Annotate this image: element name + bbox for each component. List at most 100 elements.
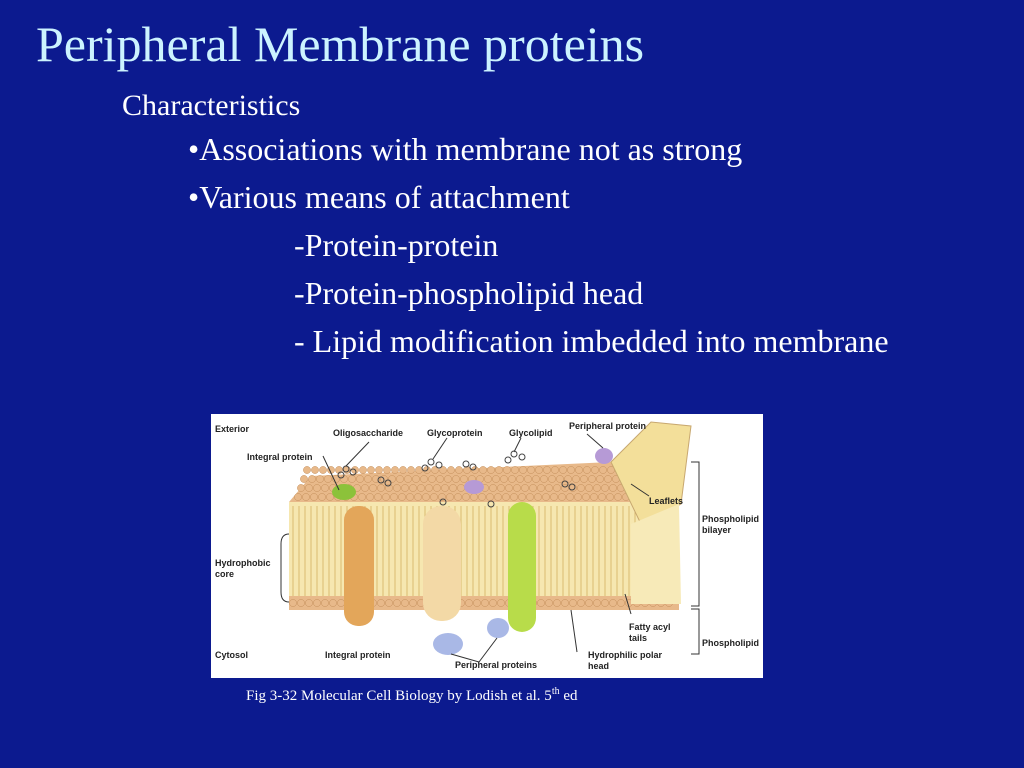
polar-head <box>540 475 548 483</box>
polar-head <box>356 475 364 483</box>
polar-head <box>593 599 601 607</box>
polar-head <box>617 599 625 607</box>
integral-protein-head <box>332 484 356 500</box>
polar-head <box>583 466 591 474</box>
polar-head <box>604 475 612 483</box>
polar-head <box>310 493 318 501</box>
polar-head <box>534 493 542 501</box>
polar-head <box>401 484 409 492</box>
polar-head <box>441 484 449 492</box>
polar-head <box>401 599 409 607</box>
label-leaflets: Leaflets <box>649 496 683 506</box>
polar-head <box>316 475 324 483</box>
polar-head <box>369 484 377 492</box>
polar-head <box>529 484 537 492</box>
polar-head <box>548 475 556 483</box>
polar-head <box>585 484 593 492</box>
label-integral-protein-bottom: Integral protein <box>325 650 391 660</box>
polar-head <box>481 599 489 607</box>
polar-head <box>430 493 438 501</box>
polar-head <box>393 484 401 492</box>
polar-head <box>479 466 487 474</box>
polar-head <box>566 493 574 501</box>
peripheral-protein-mid <box>464 480 484 494</box>
polar-head <box>556 475 564 483</box>
polar-head <box>574 493 582 501</box>
sub-bullet-1: -Protein-protein <box>294 227 499 263</box>
label-phospholipid-bilayer-2: bilayer <box>702 525 732 535</box>
polar-head <box>511 466 519 474</box>
polar-head <box>406 493 414 501</box>
label-fatty-acyl-2: tails <box>629 633 647 643</box>
label-exterior: Exterior <box>215 424 250 434</box>
polar-head <box>439 466 447 474</box>
polar-head <box>598 493 606 501</box>
polar-head <box>606 493 614 501</box>
label-cytosol: Cytosol <box>215 650 248 660</box>
polar-head <box>462 493 470 501</box>
polar-head <box>294 493 302 501</box>
polar-head <box>412 475 420 483</box>
polar-head <box>577 599 585 607</box>
caption-end: ed <box>559 688 578 704</box>
polar-head <box>420 475 428 483</box>
polar-head <box>497 599 505 607</box>
polar-head <box>324 475 332 483</box>
polar-head <box>561 599 569 607</box>
polar-head <box>567 466 575 474</box>
polar-head <box>545 599 553 607</box>
label-oligosaccharide: Oligosaccharide <box>333 428 403 438</box>
label-fatty-acyl-1: Fatty acyl <box>629 622 671 632</box>
polar-head <box>502 493 510 501</box>
polar-head <box>572 475 580 483</box>
polar-head <box>321 599 329 607</box>
polar-head <box>417 484 425 492</box>
polar-head <box>593 484 601 492</box>
label-phospholipid: Phospholipid <box>702 638 759 648</box>
polar-head <box>519 466 527 474</box>
polar-head <box>465 599 473 607</box>
polar-head <box>577 484 585 492</box>
polar-head <box>382 493 390 501</box>
bullet-1: •Associations with membrane not as stron… <box>188 131 743 167</box>
polar-head <box>311 466 319 474</box>
polar-head <box>305 599 313 607</box>
integral-protein-shape <box>344 506 374 626</box>
bullet-2: •Various means of attachment <box>188 179 570 215</box>
polar-head <box>494 493 502 501</box>
polar-head <box>601 484 609 492</box>
polar-head <box>431 466 439 474</box>
polar-head <box>377 599 385 607</box>
polar-head <box>601 599 609 607</box>
polar-head <box>585 599 593 607</box>
polar-head <box>414 493 422 501</box>
polar-head <box>569 484 577 492</box>
polar-head <box>444 475 452 483</box>
polar-head <box>300 475 308 483</box>
polar-head <box>366 493 374 501</box>
polar-head <box>489 484 497 492</box>
polar-head <box>470 493 478 501</box>
polar-head <box>399 466 407 474</box>
polar-head <box>524 475 532 483</box>
label-hydrophilic-1: Hydrophilic polar <box>588 650 663 660</box>
polar-head <box>463 466 471 474</box>
polar-head <box>527 466 535 474</box>
polar-head <box>391 466 399 474</box>
polar-head <box>409 484 417 492</box>
polar-head <box>551 466 559 474</box>
polar-head <box>487 466 495 474</box>
slide-title: Peripheral Membrane proteins <box>36 16 645 72</box>
polar-head <box>425 484 433 492</box>
polar-head <box>537 599 545 607</box>
polar-head <box>454 493 462 501</box>
polar-head <box>321 484 329 492</box>
polar-head <box>393 599 401 607</box>
polar-head <box>388 475 396 483</box>
polar-head <box>508 475 516 483</box>
polar-head <box>377 484 385 492</box>
label-glycolipid: Glycolipid <box>509 428 553 438</box>
sub-bullet-3: - Lipid modification imbedded into membr… <box>294 323 889 359</box>
polar-head <box>545 484 553 492</box>
polar-head <box>590 493 598 501</box>
